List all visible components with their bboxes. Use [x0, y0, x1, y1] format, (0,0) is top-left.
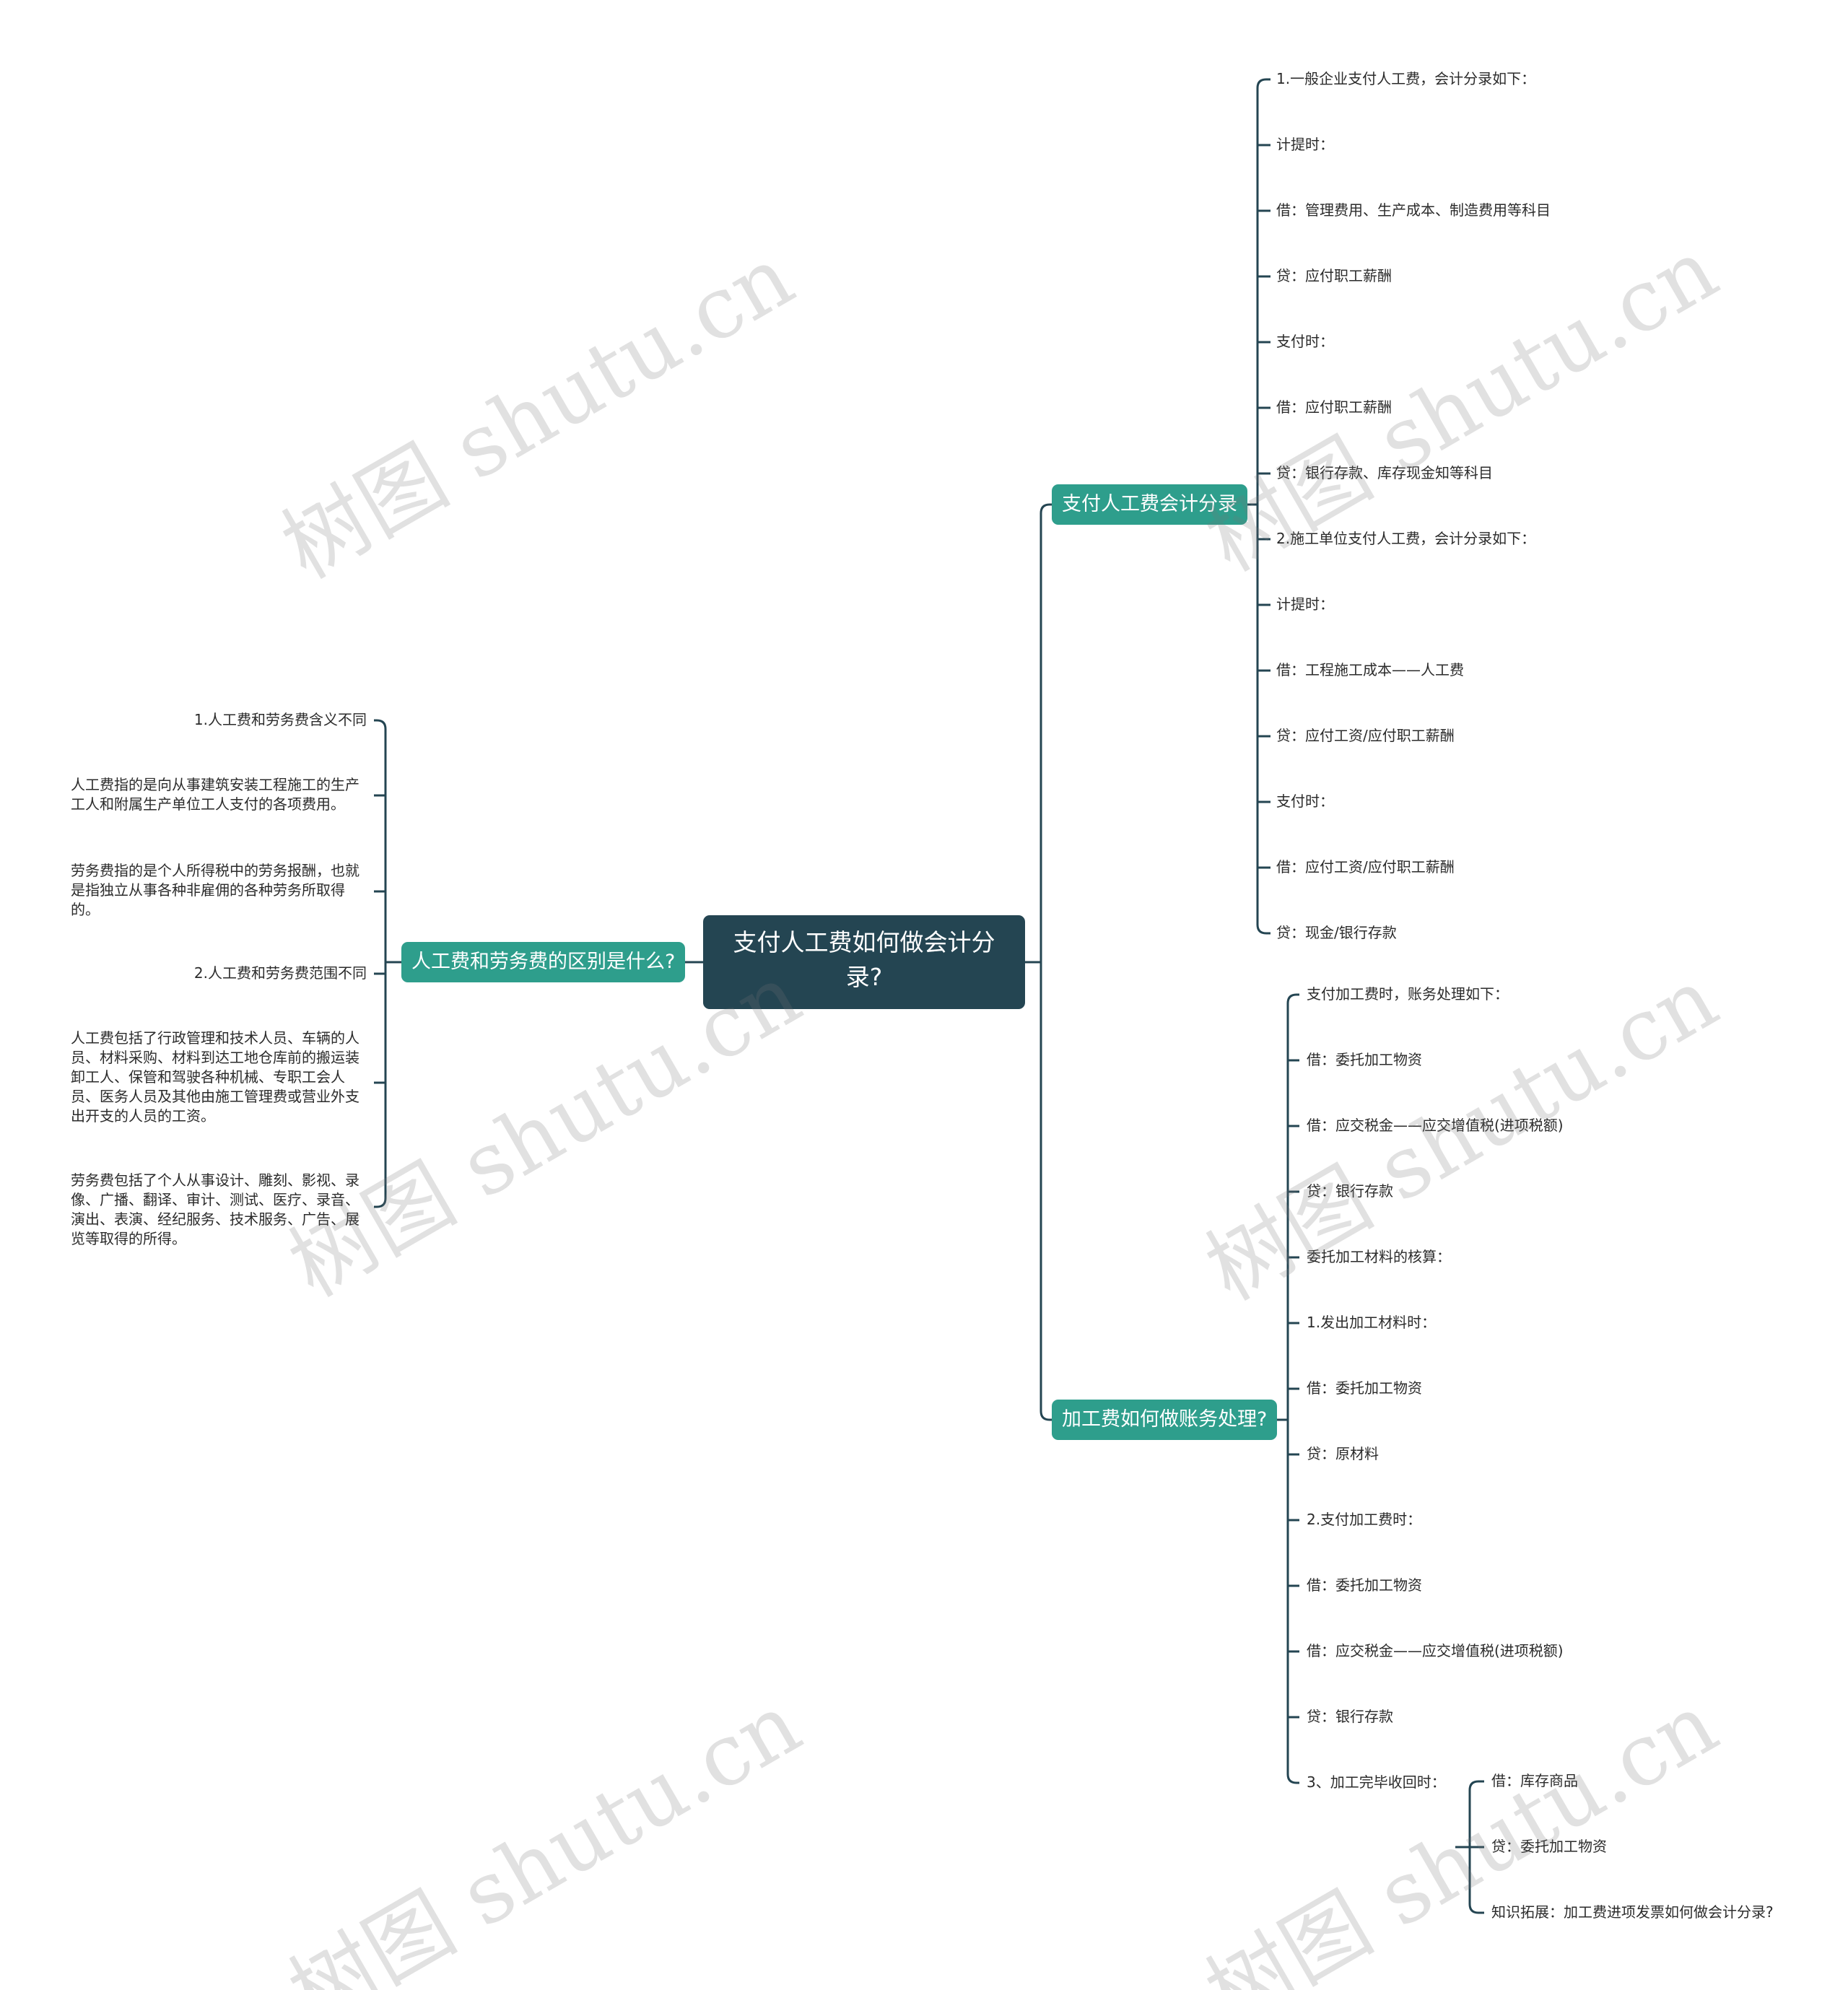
root-link: [1040, 503, 1052, 1421]
bracket-trunk: [1468, 1780, 1484, 1914]
leaf-item[interactable]: 计提时：: [1276, 136, 1334, 153]
leaf-item[interactable]: 贷：应付工资/应付职工薪酬: [1276, 727, 1455, 744]
leaf-item[interactable]: 劳务费包括了个人从事设计、雕刻、影视、录像、广播、翻译、审计、测试、医疗、录音、…: [71, 1171, 359, 1247]
branch-difference[interactable]: 人工费和劳务费的区别是什么?: [401, 942, 686, 982]
leaf-item[interactable]: 1.发出加工材料时：: [1307, 1314, 1437, 1331]
leaf-item[interactable]: 人工费指的是向从事建筑安装工程施工的生产工人和附属生产单位工人支付的各项费用。: [71, 776, 359, 813]
leaf-item[interactable]: 人工费包括了行政管理和技术人员、车辆的人员、材料采购、材料到达工地仓库前的搬运装…: [71, 1029, 359, 1125]
leaf-item[interactable]: 贷：现金/银行存款: [1276, 924, 1397, 941]
leaf-item[interactable]: 1.人工费和劳务费含义不同: [193, 711, 367, 728]
bracket-trunk: [1286, 993, 1299, 1784]
leaf-item[interactable]: 借：应交税金——应交增值税(进项税额): [1307, 1117, 1564, 1134]
leaf-item[interactable]: 知识拓展：加工费进项发票如何做会计分录?: [1491, 1903, 1774, 1921]
leaf-item[interactable]: 2.人工费和劳务费范围不同: [193, 964, 367, 982]
leaf-item[interactable]: 支付时：: [1276, 333, 1334, 350]
branch-accounting[interactable]: 支付人工费会计分录: [1052, 484, 1247, 525]
leaf-item[interactable]: 2.支付加工费时：: [1307, 1511, 1422, 1528]
leaf-item[interactable]: 借：工程施工成本——人工费: [1276, 661, 1464, 678]
leaf-item[interactable]: 2.施工单位支付人工费，会计分录如下：: [1276, 530, 1536, 547]
root-node[interactable]: 支付人工费如何做会计分录?: [703, 915, 1025, 1009]
leaf-item[interactable]: 支付时：: [1276, 793, 1334, 810]
leaf-item[interactable]: 借：委托加工物资: [1307, 1051, 1422, 1068]
leaf-item[interactable]: 计提时：: [1276, 595, 1334, 613]
leaf-item[interactable]: 贷：银行存款: [1307, 1708, 1393, 1725]
branch-processing[interactable]: 加工费如何做账务处理?: [1052, 1400, 1278, 1440]
leaf-item[interactable]: 贷：应付职工薪酬: [1276, 267, 1392, 284]
leaf-item[interactable]: 借：应付工资/应付职工薪酬: [1276, 858, 1455, 876]
bracket-trunk: [374, 719, 387, 1208]
leaf-item[interactable]: 借：委托加工物资: [1307, 1379, 1422, 1397]
bracket-trunk: [1256, 78, 1270, 935]
leaf-item[interactable]: 劳务费指的是个人所得税中的劳务报酬，也就是指独立从事各种非雇佣的各种劳务所取得的…: [71, 862, 359, 918]
leaf-item[interactable]: 支付加工费时，账务处理如下：: [1307, 985, 1509, 1003]
leaf-item[interactable]: 借：库存商品: [1491, 1772, 1578, 1789]
leaf-item[interactable]: 1.一般企业支付人工费，会计分录如下：: [1276, 70, 1536, 87]
leaf-item[interactable]: 贷：银行存款: [1307, 1182, 1393, 1200]
leaf-item[interactable]: 借：管理费用、生产成本、制造费用等科目: [1276, 201, 1551, 219]
leaf-item[interactable]: 委托加工材料的核算：: [1307, 1248, 1451, 1265]
leaf-item[interactable]: 借：委托加工物资: [1307, 1576, 1422, 1594]
leaf-item[interactable]: 贷：原材料: [1307, 1445, 1379, 1462]
leaf-item[interactable]: 贷：委托加工物资: [1491, 1838, 1607, 1855]
leaf-item[interactable]: 借：应付职工薪酬: [1276, 398, 1392, 416]
leaf-item[interactable]: 贷：银行存款、库存现金知等科目: [1276, 464, 1493, 481]
leaf-item[interactable]: 3、加工完毕收回时：: [1307, 1773, 1446, 1791]
leaf-item[interactable]: 借：应交税金——应交增值税(进项税额): [1307, 1642, 1564, 1659]
